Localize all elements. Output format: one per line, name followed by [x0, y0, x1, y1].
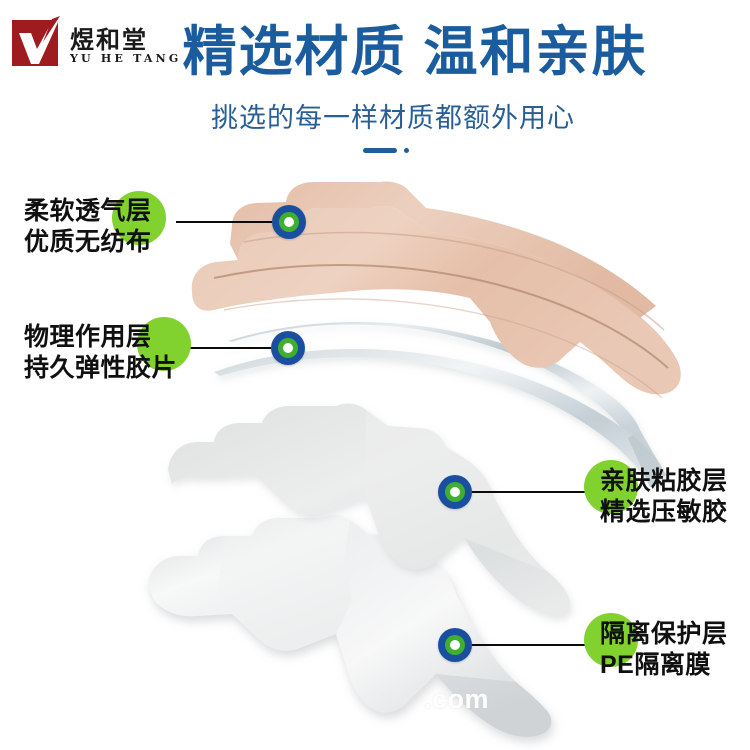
brand-name-zh: 煜和堂	[70, 25, 148, 54]
marker-ring-green	[445, 635, 465, 655]
layer-adhesive	[168, 403, 571, 617]
callout-title: 隔离保护层	[600, 620, 728, 648]
marker-ring-green	[279, 212, 299, 232]
callout-accent-blob	[111, 191, 166, 245]
callout-accent-blob	[584, 460, 638, 514]
callout-skin-friendly-adhesive-layer[interactable]: 亲肤粘胶层精选压敏胶	[584, 460, 728, 528]
marker-core	[450, 640, 460, 650]
brand-logo[interactable]: 煜和堂 YU HE TANG	[10, 12, 178, 76]
divider-ornament	[0, 148, 750, 153]
marker-core	[284, 217, 294, 227]
leader-line-physical-action-layer	[176, 347, 271, 349]
layer-nonwoven	[191, 181, 681, 399]
callout-title: 物理作用层	[24, 323, 152, 351]
marker-core	[450, 487, 460, 497]
marker-core	[283, 343, 293, 353]
divider-dot	[404, 148, 409, 153]
callout-physical-action-layer[interactable]: 物理作用层持久弹性胶片	[24, 317, 192, 384]
marker-ring-green	[445, 482, 465, 502]
callout-soft-breathable-layer[interactable]: 柔软透气层优质无纺布	[24, 191, 166, 258]
marker-dot-release-protective-layer[interactable]	[438, 628, 472, 662]
checkmark-flag-logo-icon	[12, 16, 60, 66]
callout-accent-blob	[137, 317, 192, 371]
layer-pe-release	[148, 515, 552, 737]
page-subtitle: 挑选的每一样材质都额外用心	[211, 103, 575, 133]
marker-dot-skin-friendly-adhesive-layer[interactable]	[438, 475, 472, 509]
callout-subtitle: 精选压敏胶	[600, 498, 728, 526]
leader-line-soft-breathable-layer	[176, 221, 272, 223]
divider-dash	[363, 148, 397, 153]
page-title: 精选材质 温和亲肤	[182, 22, 648, 82]
leader-line-skin-friendly-adhesive-layer	[472, 491, 590, 493]
brand-name-en: YU HE TANG	[70, 52, 182, 65]
callout-subtitle: 优质无纺布	[24, 228, 152, 256]
leader-line-release-protective-layer	[472, 644, 590, 646]
marker-dot-physical-action-layer[interactable]	[271, 331, 305, 365]
watermark: .com	[424, 684, 490, 714]
callout-title: 亲肤粘胶层	[600, 467, 728, 495]
marker-dot-soft-breathable-layer[interactable]	[272, 205, 306, 239]
marker-ring-green	[278, 338, 298, 358]
callout-release-protective-layer[interactable]: 隔离保护层 PE隔离膜	[584, 613, 728, 681]
callout-subtitle: 持久弹性胶片	[24, 354, 178, 382]
callout-subtitle: PE隔离膜	[600, 651, 711, 679]
callout-accent-blob	[584, 613, 638, 667]
callout-title: 柔软透气层	[24, 197, 152, 225]
